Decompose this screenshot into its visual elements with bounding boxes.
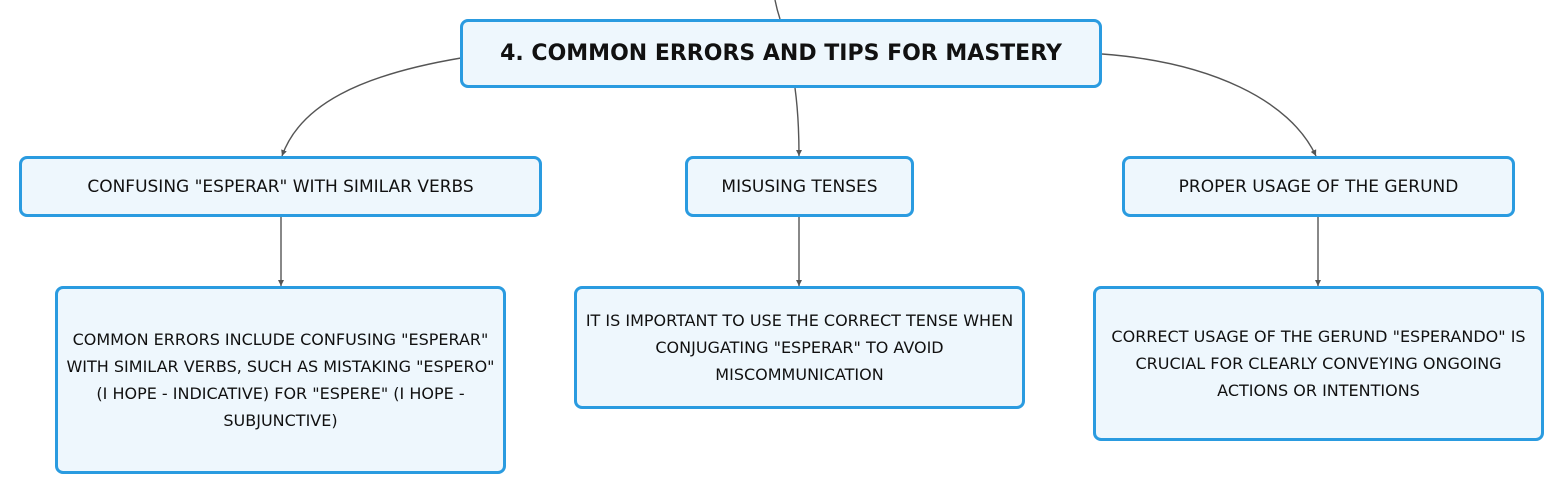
subtopic-label: CONFUSING "ESPERAR" WITH SIMILAR VERBS xyxy=(87,176,474,197)
detail-node-confusing-esperar[interactable]: COMMON ERRORS INCLUDE CONFUSING "ESPERAR… xyxy=(55,286,506,474)
subtopic-node-misusing-tenses[interactable]: MISUSING TENSES xyxy=(685,156,914,217)
root-topic-node[interactable]: 4. COMMON ERRORS AND TIPS FOR MASTERY xyxy=(460,19,1102,88)
connector-root-to-branch-3 xyxy=(1101,53,1317,157)
subtopic-label: PROPER USAGE OF THE GERUND xyxy=(1178,176,1459,197)
subtopic-node-confusing-esperar[interactable]: CONFUSING "ESPERAR" WITH SIMILAR VERBS xyxy=(19,156,542,217)
detail-node-gerund-usage[interactable]: CORRECT USAGE OF THE GERUND "ESPERANDO" … xyxy=(1093,286,1544,441)
connector-root-to-branch-1 xyxy=(281,57,462,157)
detail-text: COMMON ERRORS INCLUDE CONFUSING "ESPERAR… xyxy=(66,330,495,430)
subtopic-node-gerund-usage[interactable]: PROPER USAGE OF THE GERUND xyxy=(1122,156,1515,217)
connector-parent-to-root xyxy=(774,0,781,20)
detail-text: IT IS IMPORTANT TO USE THE CORRECT TENSE… xyxy=(585,311,1014,384)
root-topic-label: 4. COMMON ERRORS AND TIPS FOR MASTERY xyxy=(500,41,1062,66)
subtopic-label: MISUSING TENSES xyxy=(721,176,878,197)
connector-root-to-branch-2 xyxy=(794,87,802,157)
detail-node-misusing-tenses[interactable]: IT IS IMPORTANT TO USE THE CORRECT TENSE… xyxy=(574,286,1025,409)
detail-text: CORRECT USAGE OF THE GERUND "ESPERANDO" … xyxy=(1111,327,1526,400)
